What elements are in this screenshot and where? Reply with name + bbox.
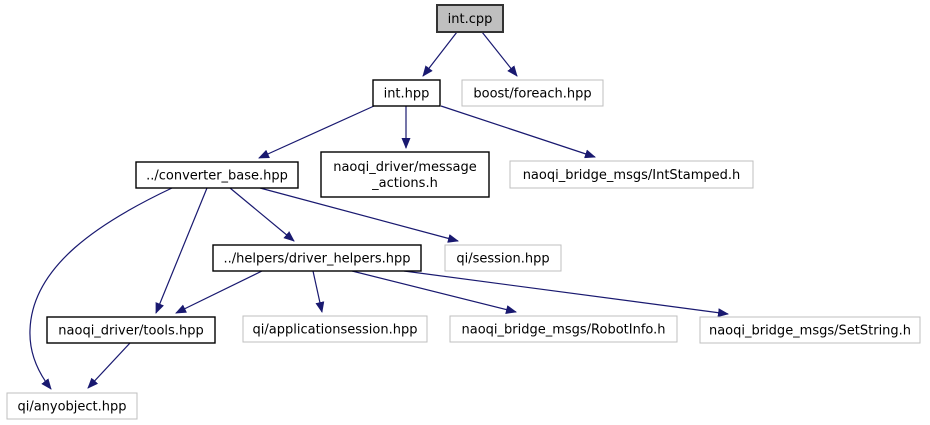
node-box[interactable] xyxy=(212,244,422,272)
node-label: naoqi_driver/tools.hpp xyxy=(58,324,203,339)
node-label: ../converter_base.hpp xyxy=(146,169,288,184)
node-box xyxy=(449,315,678,343)
node-box[interactable] xyxy=(372,79,441,107)
node-box[interactable] xyxy=(135,161,299,189)
edge-driver-helpers-hpp-to-robotinfo-h xyxy=(351,270,517,314)
edge-tools-hpp-to-qi-anyobject-hpp xyxy=(87,342,131,389)
edge-converter-base-hpp-to-tools-hpp xyxy=(155,187,208,314)
edge-converter-base-hpp-to-qi-anyobject-hpp xyxy=(29,187,173,390)
node-box xyxy=(242,315,428,343)
node-box xyxy=(444,244,562,272)
graph-node-intstamped-h: naoqi_bridge_msgs/IntStamped.h xyxy=(509,160,754,189)
edge-converter-base-hpp-to-driver-helpers-hpp xyxy=(229,187,295,242)
node-box xyxy=(436,4,504,33)
graph-node-boost-foreach-hpp: boost/foreach.hpp xyxy=(461,79,604,107)
node-label: int.cpp xyxy=(448,12,493,27)
node-label: naoqi_bridge_msgs/SetString.h xyxy=(709,324,911,339)
node-label: qi/anyobject.hpp xyxy=(17,400,126,415)
node-box xyxy=(6,392,138,420)
graph-node-int-cpp: int.cpp xyxy=(436,4,504,33)
node-label: naoqi_bridge_msgs/RobotInfo.h xyxy=(461,323,665,338)
node-label: naoqi_bridge_msgs/IntStamped.h xyxy=(523,168,741,183)
edge-int-cpp-to-int-hpp xyxy=(422,31,458,77)
graph-node-converter-base-hpp[interactable]: ../converter_base.hpp xyxy=(135,161,299,189)
node-label: qi/session.hpp xyxy=(456,252,549,267)
node-label: qi/applicationsession.hpp xyxy=(253,323,418,338)
graph-node-qi-applicationsession-hpp: qi/applicationsession.hpp xyxy=(242,315,428,343)
graph-node-robotinfo-h: naoqi_bridge_msgs/RobotInfo.h xyxy=(449,315,678,343)
graph-node-int-hpp[interactable]: int.hpp xyxy=(372,79,441,107)
node-label: boost/foreach.hpp xyxy=(473,87,591,102)
node-label: int.hpp xyxy=(384,87,430,102)
edge-driver-helpers-hpp-to-tools-hpp xyxy=(175,270,263,314)
graph-node-setstring-h: naoqi_bridge_msgs/SetString.h xyxy=(699,316,921,344)
node-box[interactable] xyxy=(320,151,490,198)
graph-node-driver-helpers-hpp[interactable]: ../helpers/driver_helpers.hpp xyxy=(212,244,422,272)
graph-node-qi-session-hpp: qi/session.hpp xyxy=(444,244,562,272)
graph-node-message-actions-h[interactable]: naoqi_driver/message_actions.h xyxy=(320,151,490,198)
node-label: naoqi_driver/message_actions.h xyxy=(333,160,477,191)
node-box xyxy=(509,160,754,189)
edge-converter-base-hpp-to-qi-session-hpp xyxy=(259,187,459,243)
graph-node-qi-anyobject-hpp: qi/anyobject.hpp xyxy=(6,392,138,420)
edge-driver-helpers-hpp-to-qi-applicationsession-hpp xyxy=(312,270,325,313)
edge-int-hpp-to-converter-base-hpp xyxy=(258,105,375,159)
graph-node-tools-hpp[interactable]: naoqi_driver/tools.hpp xyxy=(46,316,216,344)
node-box xyxy=(699,316,921,344)
edge-driver-helpers-hpp-to-setstring-h xyxy=(403,270,729,318)
node-box[interactable] xyxy=(46,316,216,344)
node-box xyxy=(461,79,604,107)
node-label: ../helpers/driver_helpers.hpp xyxy=(223,252,410,267)
edge-int-hpp-to-intstamped-h xyxy=(440,105,596,159)
edge-int-cpp-to-boost-foreach-hpp xyxy=(481,31,518,77)
